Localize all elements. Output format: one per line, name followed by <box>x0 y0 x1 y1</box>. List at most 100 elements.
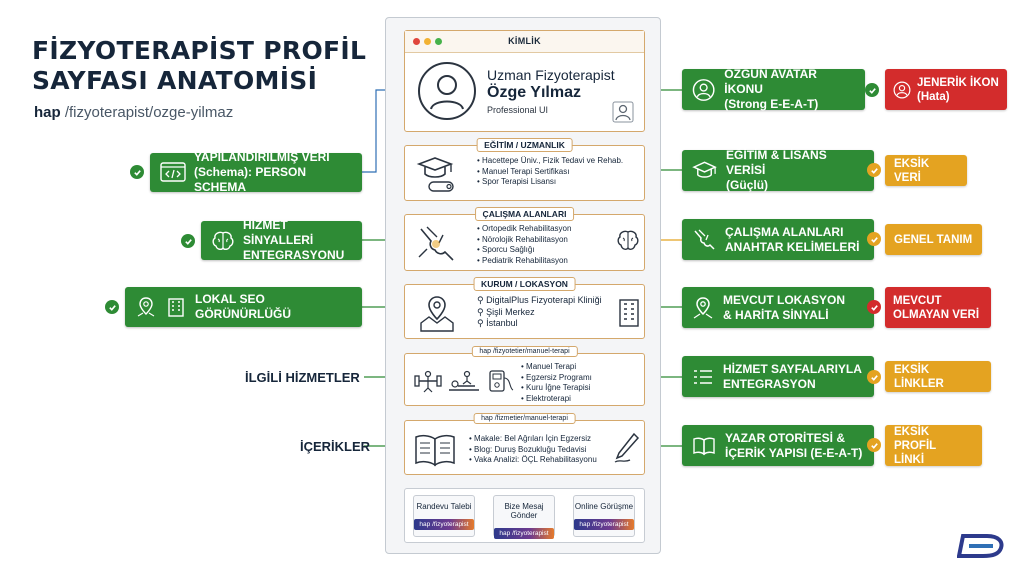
location-label-line-2: & HARİTA SİNYALİ <box>723 307 829 322</box>
education-card-title: EĞİTİM / UZMANLIK <box>476 138 573 152</box>
url-host: hap <box>34 104 61 121</box>
service-pages-line-2: ENTEGRASYON <box>723 376 816 391</box>
send-message-button[interactable]: Bize Mesaj Gönder hap /fizyoterapist <box>493 495 555 539</box>
education-item: Hacettepe Üniv., Fizik Tedavi ve Rehab. <box>477 156 623 167</box>
pin-icon: ⚲ <box>477 318 484 328</box>
location-card: KURUM / LOKASYON ⚲ DigitalPlus Fizyotera… <box>404 277 645 339</box>
graduation-cap-icon <box>692 161 717 178</box>
profile-url: hap /fizyoterapist/ozge-yilmaz <box>34 104 233 121</box>
pin-icon: ⚲ <box>477 295 484 305</box>
user-circle-icon <box>692 78 715 101</box>
education-label-line-1: EĞİTİM & LİSANS VERİSİ <box>726 148 827 177</box>
pen-icon <box>614 432 640 463</box>
avatar-label-line-2: (Strong E-E-A-T) <box>724 97 819 111</box>
pin-icon: ⚲ <box>477 306 484 317</box>
url-path: /fizyoterapist/ozge-yilmaz <box>60 104 234 121</box>
window-minimize-dot <box>424 38 431 45</box>
work-areas-list: Ortopedik Rehabilitasyon Nörolojik Rehab… <box>477 224 571 266</box>
content-item: Vaka Analizi: ÖÇL Rehabilitasyonu <box>469 455 597 466</box>
building-icon <box>168 298 184 317</box>
warning-check-icon <box>867 163 881 177</box>
missing-links-badge: EKSİK LİNKLER <box>885 361 991 392</box>
content-item: Blog: Duruş Bozukluğu Tedavisi <box>469 445 597 456</box>
service-item: Elektroterapi <box>521 394 592 405</box>
title-line-2: SAYFASI ANATOMİSİ <box>32 66 318 95</box>
brand-logo-icon <box>957 534 1004 558</box>
location-error-line-1: MEVCUT <box>893 294 942 307</box>
code-icon <box>160 161 186 182</box>
electrotherapy-device-icon <box>489 370 514 392</box>
location-card-title: KURUM / LOKASYON <box>473 277 576 291</box>
clinic-name: DigitalPlus Fizyoterapi Kliniği <box>486 295 602 305</box>
education-list: Hacettepe Üniv., Fizik Tedavi ve Rehab. … <box>477 156 623 188</box>
joint-icon <box>418 226 454 261</box>
local-seo-text: LOKAL SEO GÖRÜNÜRLÜĞÜ <box>195 292 291 321</box>
local-seo-label: LOKAL SEO GÖRÜNÜRLÜĞÜ <box>125 287 362 327</box>
author-label-line-1: YAZAR OTORİTESİ & <box>725 430 846 445</box>
error-check-icon <box>867 300 881 314</box>
service-signals-line-1: HİZMET SİNYALLERİ <box>243 218 314 247</box>
location-label-line-1: MEVCUT LOKASYON <box>723 292 846 307</box>
brain-icon <box>212 231 234 250</box>
schema-label-line-2: (Schema): PERSON SCHEMA <box>194 165 307 194</box>
identity-card: KİMLİK Uzman Fizyoterapist Özge Yılmaz P… <box>404 30 645 132</box>
online-meeting-label: Online Görüşme <box>574 502 634 511</box>
warning-check-icon <box>867 232 881 246</box>
contents-list: Makale: Bel Ağrıları İçin Egzersiz Blog:… <box>469 434 597 466</box>
generic-definition-badge: GENEL TANIM <box>885 224 982 255</box>
generic-icon-error-line-1: JENERİK İKON <box>917 76 999 89</box>
location-map-label: MEVCUT LOKASYON& HARİTA SİNYALİ <box>682 287 874 328</box>
map-pin-icon <box>693 296 713 318</box>
online-meeting-link[interactable]: hap /fizyoterapist <box>574 519 634 530</box>
profile-tagline: Professional UI <box>487 105 549 115</box>
check-icon <box>181 234 195 248</box>
user-circle-icon <box>893 81 911 98</box>
education-item: Spor Terapisi Lisansı <box>477 177 623 188</box>
services-list: Manuel Terapi Egzersiz Programı Kuru İğn… <box>521 362 592 404</box>
user-icon <box>612 101 634 123</box>
keywords-label-line-2: ANAHTAR KELİMELERİ <box>725 239 860 254</box>
identity-window-title: KİMLİK <box>508 36 541 46</box>
contents-card: hap /fizmetier/manuel-terapi Makale: Bel… <box>404 413 645 475</box>
city-name: İstanbul <box>486 318 518 328</box>
check-icon <box>130 165 144 179</box>
check-icon <box>105 300 119 314</box>
location-details: ⚲ DigitalPlus Fizyoterapi Kliniği ⚲ Şişl… <box>477 295 602 330</box>
author-label-line-2: İÇERİK YAPISI (E-E-A-T) <box>725 445 863 460</box>
clinic-building-icon <box>619 299 639 327</box>
avatar-label: ÖZGÜN AVATAR İKONU(Strong E-E-A-T) <box>682 67 865 111</box>
service-item: Manuel Terapi <box>521 362 592 373</box>
joint-icon <box>694 229 715 250</box>
generic-icon-error-badge: JENERİK İKON(Hata) <box>885 69 1007 110</box>
schema-label: YAPILANDIRILMIŞ VERİ(Schema): PERSON SCH… <box>150 150 362 194</box>
missing-profile-link-line-2: LİNKİ <box>894 453 925 466</box>
education-card: EĞİTİM / UZMANLIK Hacettepe Üniv., Fizik… <box>404 138 645 201</box>
send-message-link[interactable]: hap /fizyoterapist <box>494 528 554 539</box>
appointment-request-link[interactable]: hap /fizyoterapist <box>414 519 474 530</box>
avatar-icon <box>418 62 476 120</box>
generic-icon-error-line-2: (Hata) <box>917 90 950 103</box>
massage-icon <box>449 370 479 391</box>
service-signals-line-2: ENTEGRASYONU <box>243 248 345 262</box>
brain-icon <box>617 230 639 250</box>
window-titlebar <box>405 31 644 53</box>
map-pin-icon <box>137 297 155 317</box>
author-authority-label: YAZAR OTORİTESİ &İÇERİK YAPISI (E-E-A-T) <box>682 425 874 466</box>
appointment-request-button[interactable]: Randevu Talebi hap /fizyoterapist <box>413 495 475 537</box>
appointment-request-label: Randevu Talebi <box>416 502 472 511</box>
service-pages-line-1: HİZMET SAYFALARIYLA <box>723 361 862 376</box>
online-meeting-button[interactable]: Online Görüşme hap /fizyoterapist <box>573 495 635 537</box>
missing-data-badge: EKSİK VERİ <box>885 155 967 186</box>
education-license-label: EĞİTİM & LİSANS VERİSİ(Güçlü) <box>682 148 874 192</box>
education-item: Manuel Terapi Sertifikası <box>477 167 623 178</box>
work-area-item: Sporcu Sağlığı <box>477 245 571 256</box>
education-label-line-2: (Güçlü) <box>726 178 769 192</box>
district-name: Şişli Merkez <box>486 306 535 317</box>
list-icon <box>694 369 712 384</box>
window-close-dot <box>413 38 420 45</box>
